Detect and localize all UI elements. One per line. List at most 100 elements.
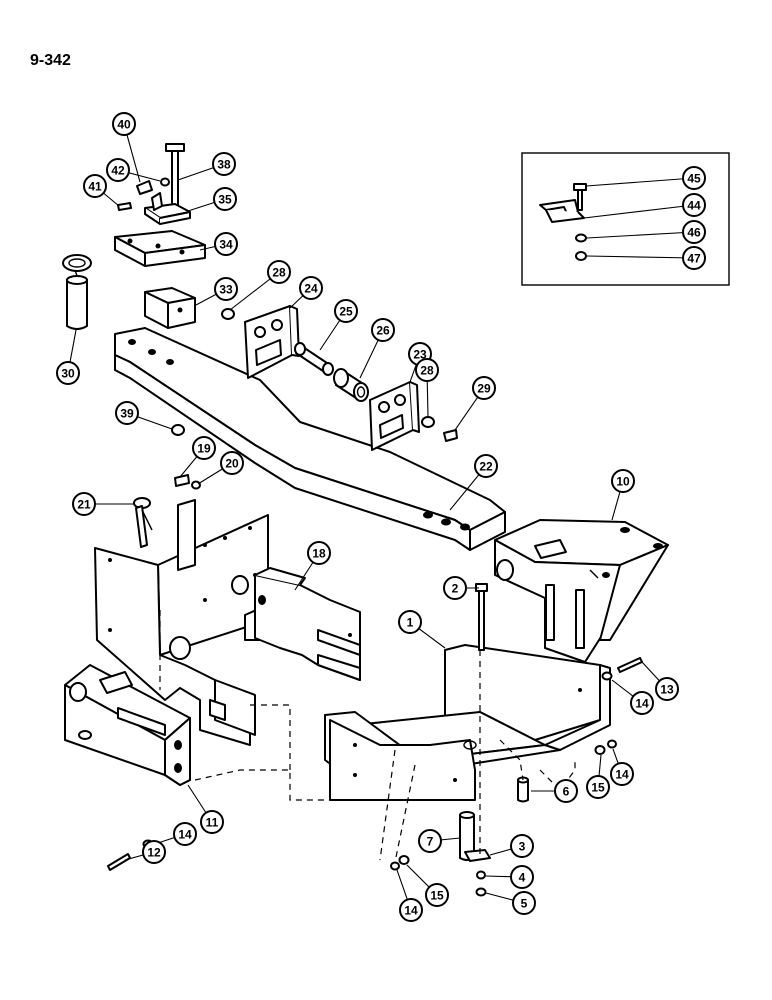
callout-circle	[56, 361, 80, 385]
plate-3	[464, 849, 491, 862]
callout-10: 10	[611, 469, 635, 493]
nut-39	[171, 424, 185, 436]
plate-34-group	[114, 230, 206, 267]
callout-number: 5	[521, 897, 528, 911]
callout-circle	[655, 677, 679, 701]
washer-20	[191, 480, 201, 490]
mount-plate-fin	[177, 499, 196, 571]
callout-14: 14	[610, 762, 634, 786]
bracket-10	[494, 519, 669, 663]
bolt-41	[117, 202, 132, 211]
callout-45: 45	[682, 166, 706, 190]
callout-19: 19	[192, 436, 216, 460]
callout-28: 28	[415, 358, 439, 382]
frame-1-side	[329, 719, 476, 801]
callout-circle	[610, 762, 634, 786]
callout-number: 47	[687, 252, 701, 266]
callout-number: 7	[427, 835, 434, 849]
washer-14-right2	[607, 739, 617, 749]
inset-detail	[521, 152, 730, 286]
nut-28b	[421, 416, 435, 428]
callout-number: 10	[616, 475, 630, 489]
callout-42: 42	[106, 158, 130, 182]
callout-24: 24	[299, 276, 323, 300]
callout-4: 4	[510, 865, 534, 889]
block-33-group	[144, 287, 196, 329]
plate-35-front	[159, 211, 191, 225]
callout-number: 30	[61, 367, 75, 381]
callout-circle	[214, 277, 238, 301]
plate-34-front	[144, 244, 206, 267]
frame-1	[324, 644, 611, 801]
callout-circle	[682, 193, 706, 217]
callout-25: 25	[334, 299, 358, 323]
callout-number: 18	[312, 547, 326, 561]
callout-circle	[399, 898, 423, 922]
nut-42	[160, 177, 170, 187]
callout-28: 28	[267, 260, 291, 284]
callout-number: 15	[591, 781, 605, 795]
mount-plate-front	[94, 547, 251, 746]
callout-number: 23	[413, 348, 427, 362]
callout-circle	[173, 822, 197, 846]
callout-7: 7	[418, 829, 442, 853]
callout-circle	[682, 220, 706, 244]
leader-line-45	[585, 177, 695, 187]
callout-number: 33	[219, 283, 233, 297]
callout-circle	[214, 232, 238, 256]
small-nuts	[171, 308, 458, 442]
callout-number: 26	[376, 324, 390, 338]
callout-circle	[510, 865, 534, 889]
callout-14: 14	[630, 691, 654, 715]
callout-34: 34	[214, 232, 238, 256]
bolt-13	[617, 657, 643, 673]
callout-circle	[83, 174, 107, 198]
callout-20: 20	[220, 451, 244, 475]
callout-47: 47	[682, 246, 706, 270]
sleeve-26-group	[333, 368, 369, 402]
callout-circle	[192, 436, 216, 460]
callout-circle	[425, 883, 449, 907]
inset-bolt-45	[577, 189, 583, 211]
callout-6: 6	[554, 779, 578, 803]
callout-number: 14	[615, 768, 629, 782]
callout-11: 11	[200, 810, 224, 834]
callout-circle	[299, 276, 323, 300]
callout-14: 14	[399, 898, 423, 922]
callout-circle	[112, 112, 136, 136]
callout-circle	[512, 891, 536, 915]
leader-line-47	[586, 255, 695, 259]
pin-21-shaft	[135, 505, 148, 548]
leader-line-44	[583, 204, 695, 219]
callout-39: 39	[115, 401, 139, 425]
callout-12: 12	[142, 840, 166, 864]
callout-number: 34	[219, 238, 233, 252]
pin-30-ring	[62, 254, 92, 272]
inset-washer-46	[575, 233, 587, 243]
callout-circle	[554, 779, 578, 803]
callout-number: 1	[407, 616, 414, 630]
callout-number: 14	[178, 828, 192, 842]
callout-circle	[474, 454, 498, 478]
pin-25-group	[294, 342, 334, 376]
callout-number: 12	[147, 846, 161, 860]
bolt-38-head	[165, 143, 185, 152]
callout-38: 38	[212, 152, 236, 176]
bolts-19-20-21	[133, 474, 201, 548]
callout-46: 46	[682, 220, 706, 244]
inset-nut-47	[575, 251, 587, 261]
plate-23-face	[369, 381, 414, 451]
callout-number: 28	[272, 266, 286, 280]
callout-circle	[418, 829, 442, 853]
nut-15-right	[594, 745, 606, 755]
callout-circle	[334, 299, 358, 323]
callout-15: 15	[425, 883, 449, 907]
callout-number: 2	[452, 582, 459, 596]
callout-circle	[371, 318, 395, 342]
callout-21: 21	[72, 492, 96, 516]
pin-30-shaft	[66, 279, 88, 330]
callout-44: 44	[682, 193, 706, 217]
callout-3: 3	[510, 834, 534, 858]
